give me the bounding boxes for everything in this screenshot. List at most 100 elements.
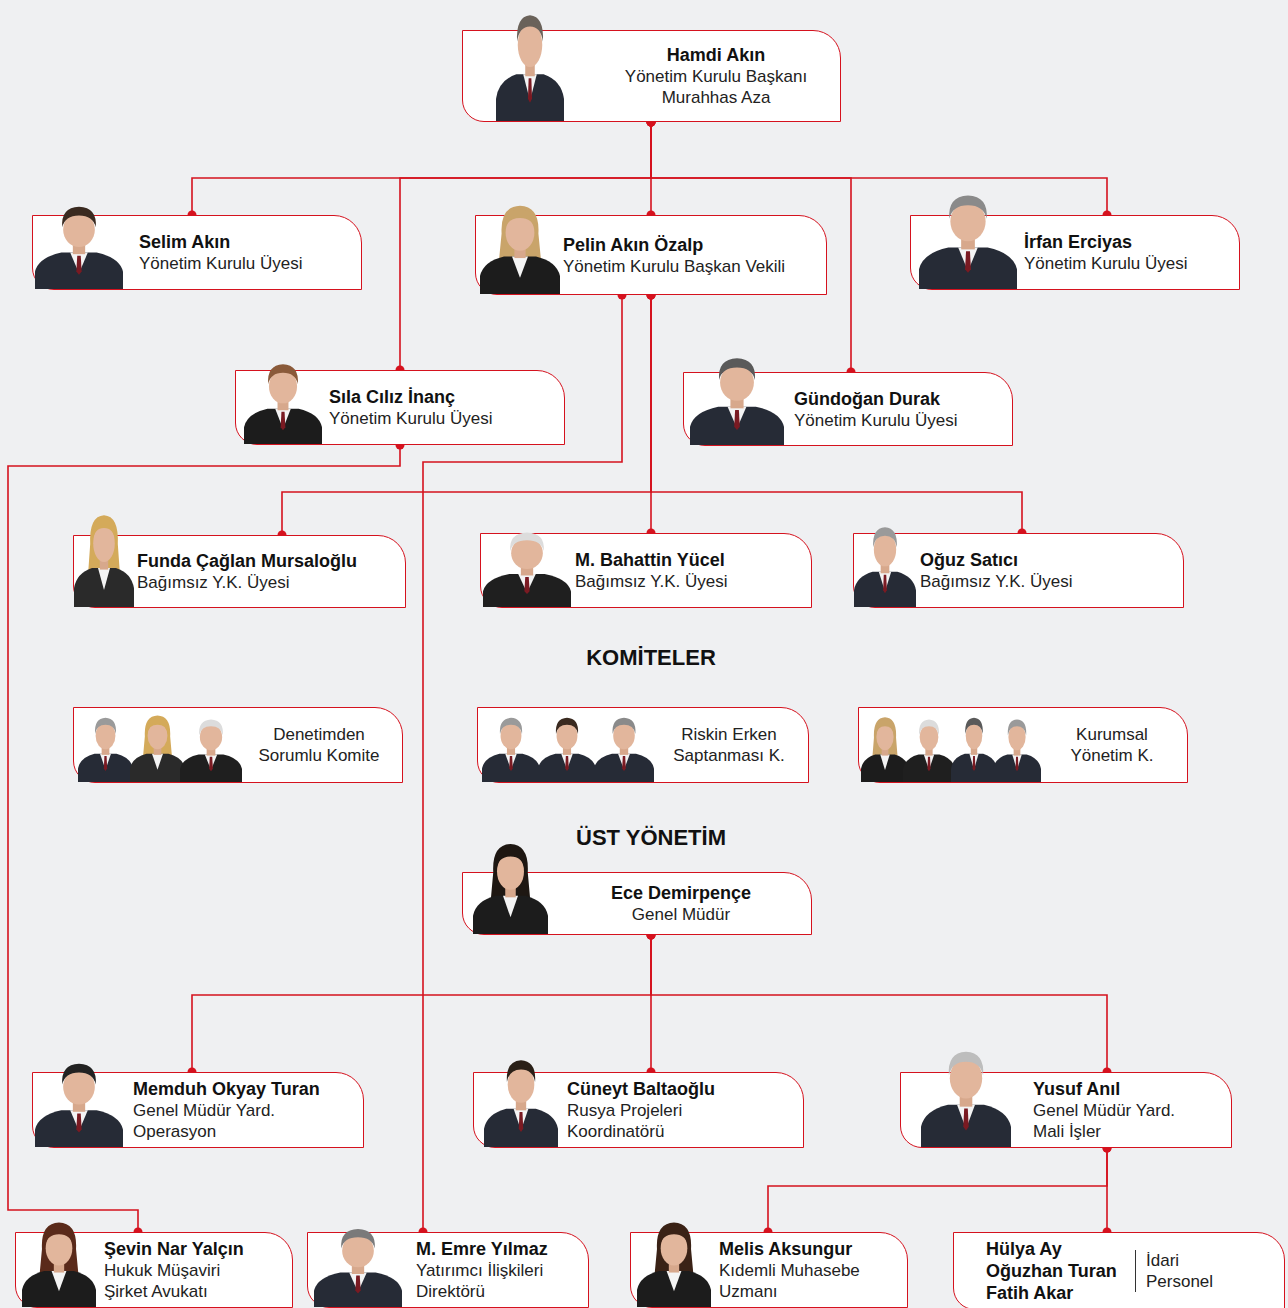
person-card: Şevin Nar YalçınHukuk Müşaviri Şirket Av…: [15, 1232, 293, 1308]
portrait: [35, 1051, 123, 1147]
portrait: [903, 710, 955, 782]
person-card: Riskin Erken Saptanması K.: [477, 707, 809, 783]
portrait: [637, 1213, 711, 1307]
portrait: [244, 352, 322, 444]
portrait: [35, 194, 123, 289]
person-card: Kurumsal Yönetim K.: [858, 707, 1188, 783]
role-title: Bağımsız Y.K. Üyesi: [920, 571, 1072, 592]
person-name: Pelin Akın Özalp: [563, 234, 703, 256]
role-title: Denetimden Sorumlu Komite: [249, 724, 389, 766]
portrait: [480, 196, 560, 294]
card-text: Şevin Nar YalçınHukuk Müşaviri Şirket Av…: [104, 1233, 284, 1307]
card-text: M. Bahattin YücelBağımsız Y.K. Üyesi: [575, 534, 803, 607]
card-text: Pelin Akın ÖzalpYönetim Kurulu Başkan Ve…: [563, 216, 818, 294]
org-connector: [651, 935, 1107, 1072]
person-name: Oğuz Satıcı: [920, 549, 1018, 571]
portrait: [473, 834, 548, 934]
org-connector: [1106, 1148, 1108, 1232]
card-text: Kurumsal Yönetim K.: [1047, 708, 1177, 782]
role-title: Genel Müdür Yard. Operasyon: [133, 1100, 285, 1142]
portrait: [993, 710, 1041, 782]
portrait: [74, 505, 134, 607]
person-card: Denetimden Sorumlu Komite: [73, 707, 403, 783]
role-title: Yönetim Kurulu Başkan Vekili: [563, 256, 785, 277]
card-text: Ece DemirpençeGenel Müdür: [561, 873, 801, 934]
portrait: [482, 708, 540, 782]
card-text: Yusuf AnılGenel Müdür Yard. Mali İşler: [1033, 1073, 1223, 1147]
role-title: Kıdemli Muhasebe Uzmanı: [719, 1260, 869, 1302]
card-text: Oğuz SatıcıBağımsız Y.K. Üyesi: [920, 534, 1175, 607]
person-card: Selim AkınYönetim Kurulu Üyesi: [32, 215, 362, 290]
card-text: Hülya Ay Oğuzhan Turan Fatih Akarİdari P…: [986, 1233, 1276, 1308]
person-card: Cüneyt BaltaoğluRusya Projeleri Koordina…: [473, 1072, 804, 1148]
portrait: [496, 0, 564, 121]
card-text: Funda Çağlan MursaloğluBağımsız Y.K. Üye…: [137, 536, 397, 607]
person-name: Memduh Okyay Turan: [133, 1078, 320, 1100]
person-card: Memduh Okyay TuranGenel Müdür Yard. Oper…: [32, 1072, 364, 1148]
role-title: İdari Personel: [1135, 1250, 1226, 1292]
card-text: M. Emre YılmazYatırımcı İlişkileri Direk…: [416, 1233, 580, 1307]
person-card: İrfan ErciyasYönetim Kurulu Üyesi: [910, 215, 1240, 290]
person-name: Gündoğan Durak: [794, 388, 940, 410]
portrait: [919, 181, 1017, 289]
portrait: [130, 708, 185, 782]
person-card: Oğuz SatıcıBağımsız Y.K. Üyesi: [853, 533, 1184, 608]
card-text: Melis AksungurKıdemli Muhasebe Uzmanı: [719, 1233, 899, 1307]
card-text: Memduh Okyay TuranGenel Müdür Yard. Oper…: [133, 1073, 355, 1147]
person-card: Yusuf AnılGenel Müdür Yard. Mali İşler: [900, 1072, 1232, 1148]
card-text: Riskin Erken Saptanması K.: [658, 708, 800, 782]
person-card: Gündoğan DurakYönetim Kurulu Üyesi: [683, 372, 1013, 446]
role-title: Genel Müdür: [632, 904, 730, 925]
portrait: [180, 710, 242, 782]
card-text: Denetimden Sorumlu Komite: [244, 708, 394, 782]
portrait: [484, 1047, 558, 1147]
role-title: Riskin Erken Saptanması K.: [663, 724, 795, 766]
portrait: [538, 708, 596, 782]
role-title: Yönetim Kurulu Üyesi: [794, 410, 957, 431]
org-connector: [282, 295, 651, 535]
role-title: Yönetim Kurulu Üyesi: [329, 408, 492, 429]
portrait: [594, 708, 654, 782]
person-name: Sıla Cılız İnanç: [329, 386, 455, 408]
person-card: Hamdi AkınYönetim Kurulu Başkanı Murahha…: [462, 30, 841, 122]
person-card: Hülya Ay Oğuzhan Turan Fatih Akarİdari P…: [953, 1232, 1285, 1308]
role-title: Yönetim Kurulu Üyesi: [139, 253, 302, 274]
person-name: Selim Akın: [139, 231, 230, 253]
role-title: Bağımsız Y.K. Üyesi: [575, 571, 727, 592]
portrait: [951, 708, 997, 782]
person-name: M. Bahattin Yücel: [575, 549, 725, 571]
person-name: Cüneyt Baltaoğlu: [567, 1078, 715, 1100]
card-text: Sıla Cılız İnançYönetim Kurulu Üyesi: [329, 371, 554, 444]
person-name: Ece Demirpençe: [611, 882, 751, 904]
role-title: Rusya Projeleri Koordinatörü: [567, 1100, 707, 1142]
org-connector: [651, 295, 1022, 533]
org-connector: [651, 122, 1107, 215]
role-title: Hukuk Müşaviri Şirket Avukatı: [104, 1260, 244, 1302]
org-connector: [192, 935, 651, 1072]
org-connector: [192, 122, 651, 215]
person-name: Yusuf Anıl: [1033, 1078, 1120, 1100]
role-title: Bağımsız Y.K. Üyesi: [137, 572, 289, 593]
section-heading: ÜST YÖNETİM: [576, 825, 726, 851]
person-name: Melis Aksungur: [719, 1238, 852, 1260]
portrait: [861, 710, 909, 782]
portrait: [314, 1217, 402, 1307]
person-name: M. Emre Yılmaz: [416, 1238, 548, 1260]
person-card: M. Emre YılmazYatırımcı İlişkileri Direk…: [307, 1232, 589, 1308]
person-name: İrfan Erciyas: [1024, 231, 1132, 253]
portrait: [690, 345, 784, 445]
person-card: Ece DemirpençeGenel Müdür: [462, 872, 812, 935]
card-text: Hamdi AkınYönetim Kurulu Başkanı Murahha…: [600, 31, 832, 121]
person-name: Şevin Nar Yalçın: [104, 1238, 244, 1260]
person-card: M. Bahattin YücelBağımsız Y.K. Üyesi: [480, 533, 812, 608]
card-text: Gündoğan DurakYönetim Kurulu Üyesi: [794, 373, 1004, 445]
portrait: [483, 521, 571, 607]
portrait: [921, 1037, 1011, 1147]
card-text: Cüneyt BaltaoğluRusya Projeleri Koordina…: [567, 1073, 795, 1147]
section-heading: KOMİTELER: [586, 645, 716, 671]
role-title: Yönetim Kurulu Üyesi: [1024, 253, 1187, 274]
org-connector: [768, 1148, 1107, 1232]
portrait: [78, 708, 133, 782]
person-card: Pelin Akın ÖzalpYönetim Kurulu Başkan Ve…: [475, 215, 827, 295]
